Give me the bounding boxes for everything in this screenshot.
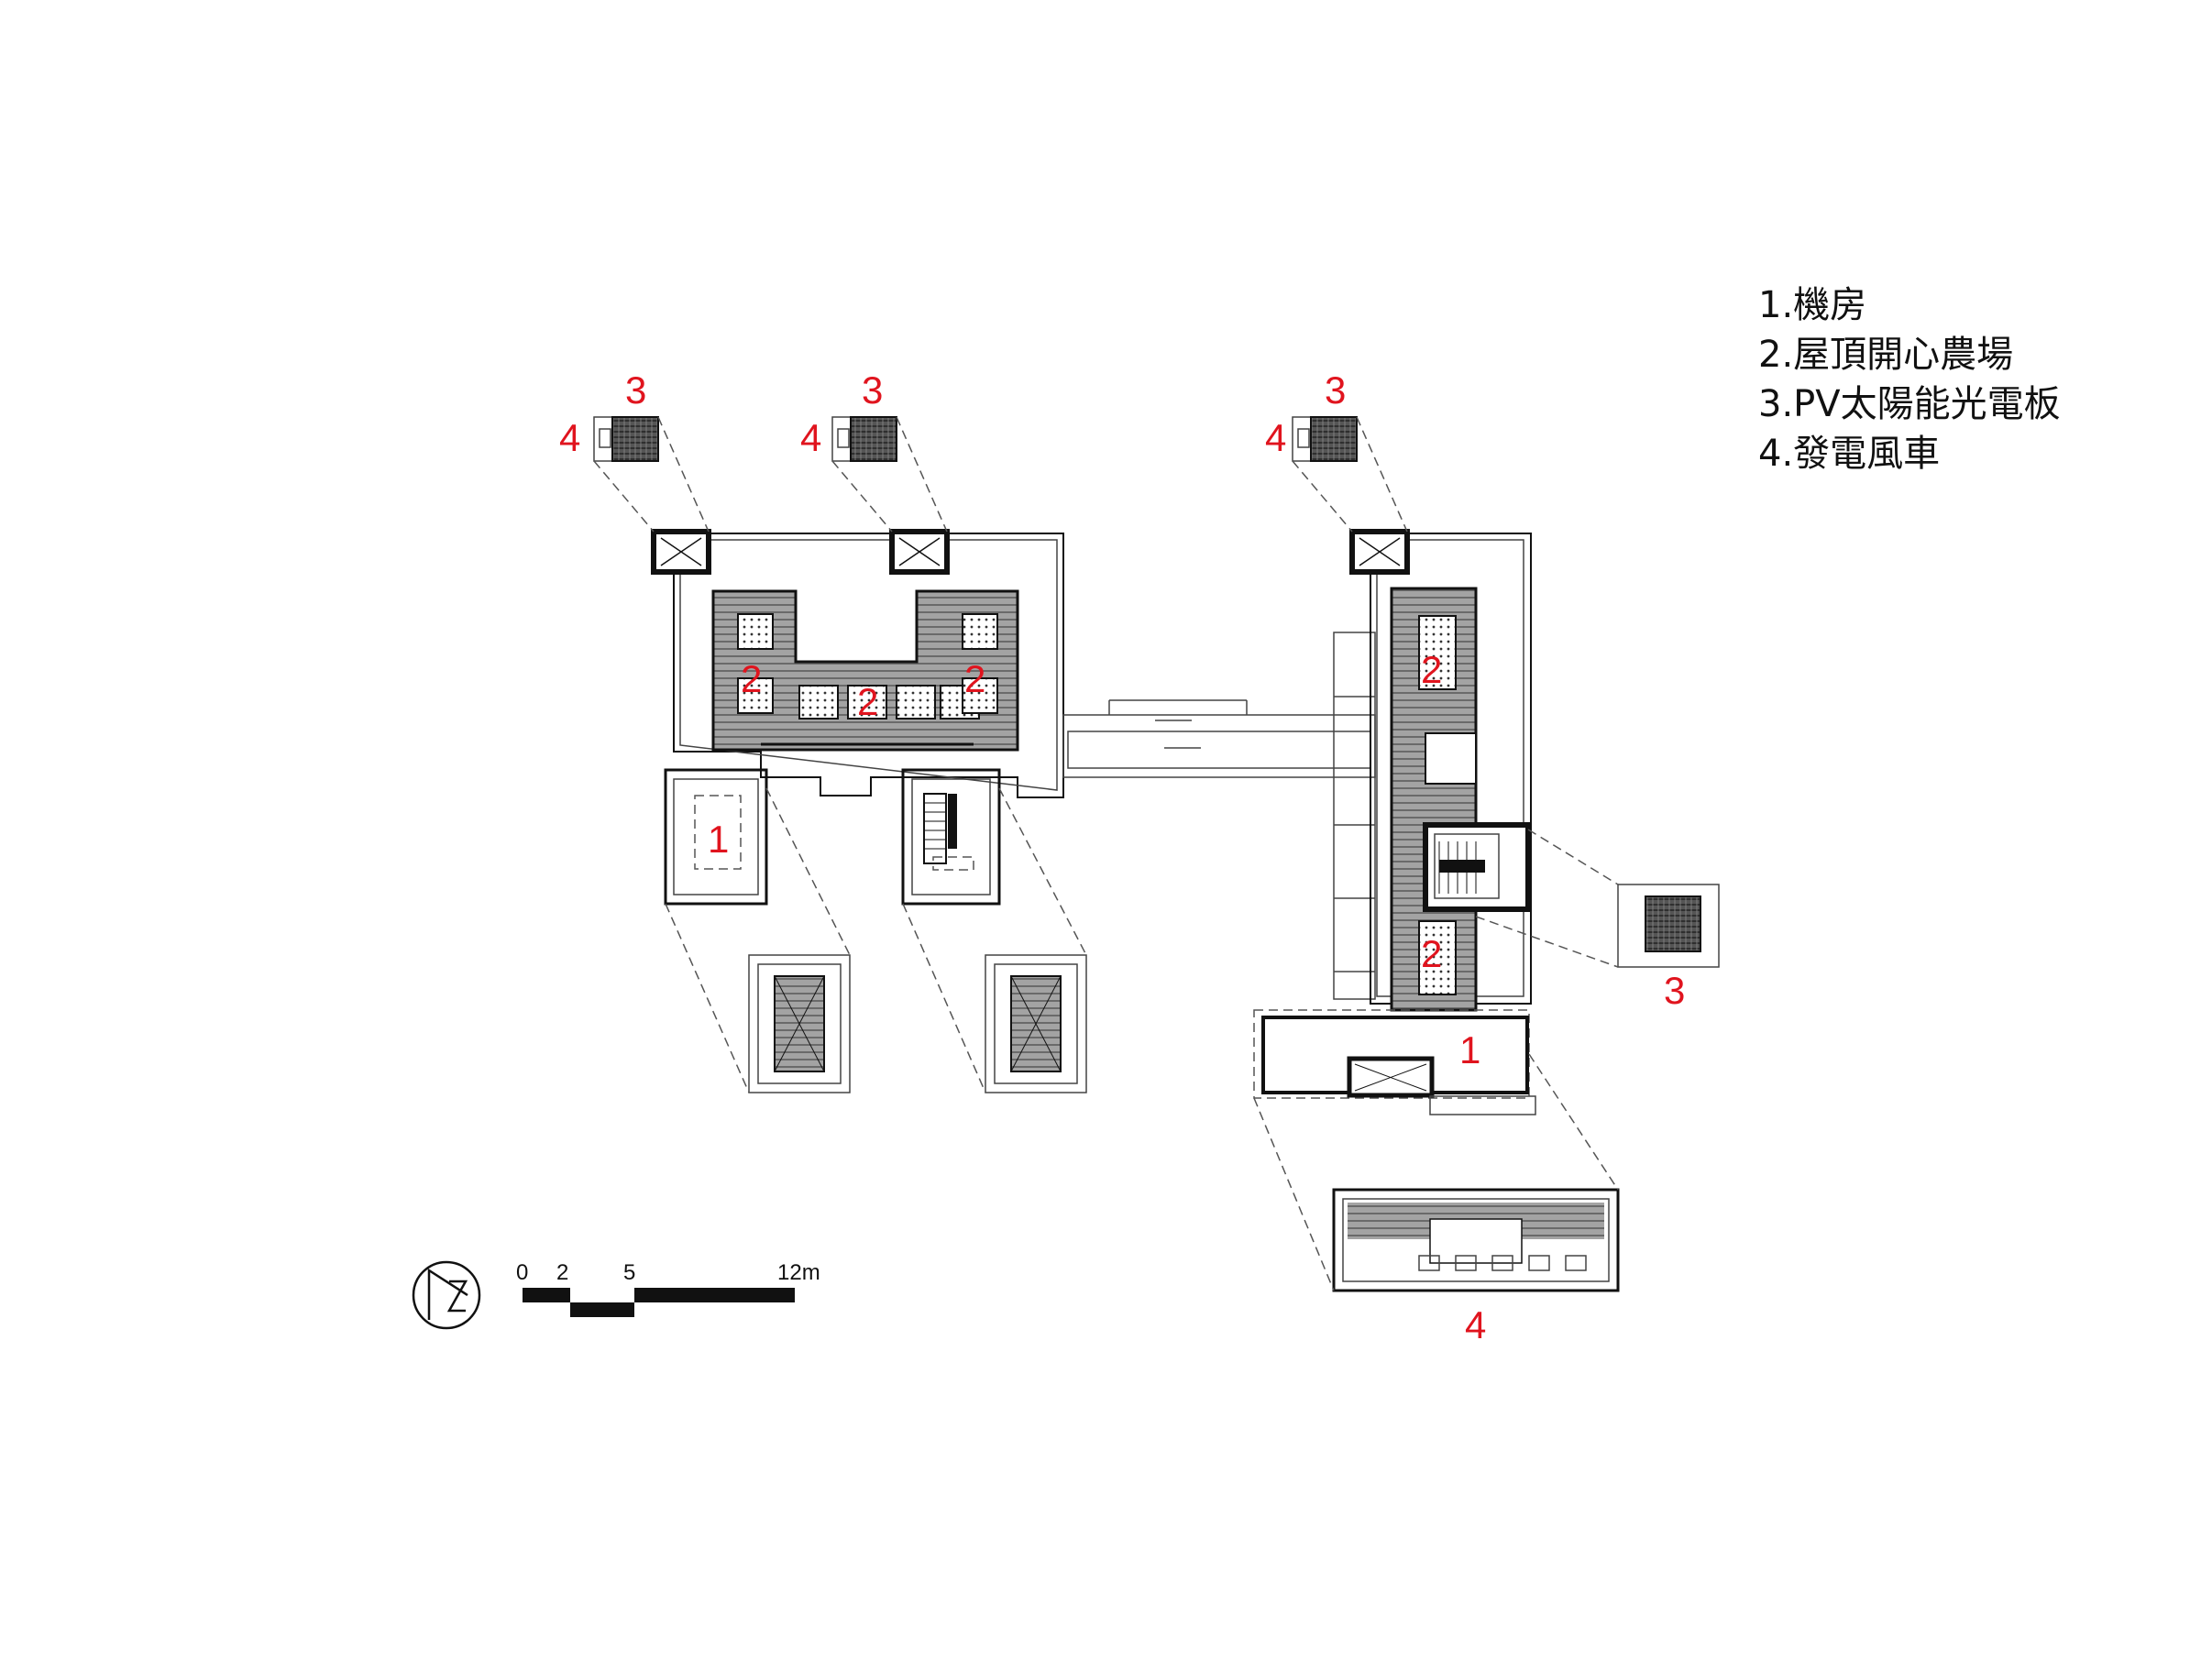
label-pv: 3 — [1325, 368, 1346, 412]
wind-turbine-base — [651, 529, 711, 575]
wind-turbine-base — [1349, 529, 1410, 575]
label-machine-room: 1 — [1459, 1028, 1480, 1071]
roof-detail-left — [665, 787, 851, 1093]
wind-turbine-base — [889, 529, 950, 575]
scale-tick: 2 — [556, 1260, 568, 1285]
planter-box — [737, 677, 774, 714]
planter-box — [1418, 920, 1457, 995]
pv-detail-right — [1475, 829, 1720, 968]
label-wind: 4 — [1265, 416, 1286, 459]
north-arrow-icon — [412, 1260, 481, 1330]
label-pv: 3 — [625, 368, 646, 412]
label-machine-room: 1 — [708, 818, 729, 861]
detail-callout-middle — [831, 416, 948, 533]
label-pv: 3 — [862, 368, 883, 412]
planter-box — [962, 613, 998, 650]
stair-core — [923, 793, 974, 871]
scale-tick: 12m — [777, 1260, 820, 1285]
stair-core — [1423, 822, 1531, 912]
detail-callout-left — [593, 416, 710, 533]
legend-item-wind-turbine: 4.發電風車 — [1758, 433, 1941, 475]
label-farm: 2 — [741, 657, 762, 700]
label-farm: 2 — [857, 680, 878, 723]
legend: 1.機房 2.屋頂開心農場 3.PV太陽能光電板 4.發電風車 — [1758, 280, 2061, 478]
label-pv: 3 — [1664, 969, 1685, 1012]
label-farm: 2 — [1421, 932, 1442, 975]
label-wind: 4 — [559, 416, 580, 459]
label-farm: 2 — [964, 657, 985, 700]
roof-detail-right — [902, 787, 1087, 1093]
scale-bar: 0 2 5 12m — [516, 1260, 820, 1317]
detail-callout-right — [1292, 416, 1408, 533]
label-wind: 4 — [800, 416, 821, 459]
left-building — [651, 529, 1064, 906]
scale-tick: 5 — [623, 1260, 635, 1285]
label-farm: 2 — [1421, 648, 1442, 691]
planter-box — [1418, 615, 1457, 690]
bridge — [1062, 699, 1376, 778]
number-labels: 3 3 3 3 4 4 4 4 2 2 2 2 2 1 1 — [559, 368, 1685, 1346]
planter-box — [847, 685, 887, 720]
planter-box — [896, 685, 936, 720]
label-wind: 4 — [1465, 1303, 1486, 1346]
planter-box — [798, 685, 839, 720]
scale-tick: 0 — [516, 1260, 528, 1285]
legend-item-machine-room: 1.機房 — [1758, 284, 1867, 326]
legend-item-pv-panel: 3.PV太陽能光電板 — [1758, 383, 2061, 425]
legend-item-roof-farm: 2.屋頂開心農場 — [1758, 334, 2014, 376]
wind-detail-bottom — [1253, 1053, 1620, 1292]
planter-box — [737, 613, 774, 650]
planter-box — [962, 677, 998, 714]
right-building — [1253, 529, 1536, 1115]
